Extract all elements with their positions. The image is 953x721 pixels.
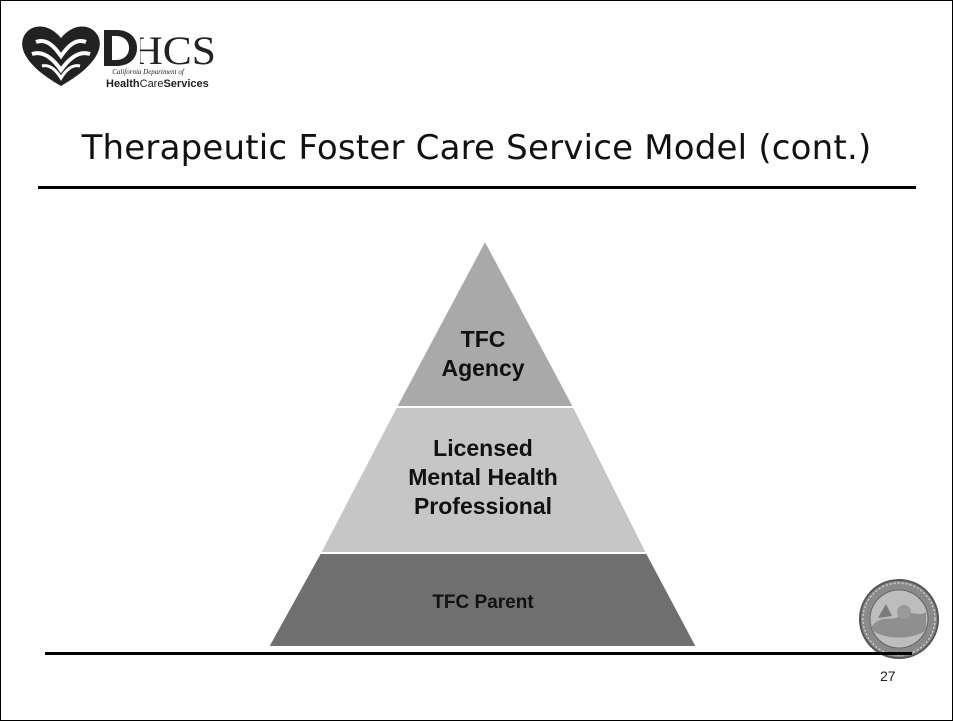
title-divider — [38, 186, 916, 189]
service-model-pyramid: TFC Agency Licensed Mental Health Profes… — [266, 237, 699, 648]
page-number: 27 — [880, 668, 896, 684]
logo-services-text: Services — [163, 78, 208, 90]
dhcs-logo: DHCS California Department of HealthCare… — [22, 26, 216, 90]
tier-middle-label-1: Licensed — [433, 435, 533, 461]
slide-title: Therapeutic Foster Care Service Model (c… — [81, 128, 872, 168]
tier-top-label-2: Agency — [441, 355, 524, 381]
logo-dept-text: California Department of — [112, 68, 185, 76]
tier-bottom-label: TFC Parent — [432, 592, 534, 613]
tier-middle-label-3: Professional — [414, 493, 552, 519]
pyramid-tier-bottom — [266, 552, 699, 648]
pyramid-tier-top — [394, 237, 576, 408]
logo-care-text: Care — [140, 78, 164, 90]
heart-icon — [22, 26, 100, 86]
tier-middle-label-2: Mental Health — [408, 464, 558, 490]
california-seal-icon — [859, 579, 939, 659]
svg-text:HealthCareServices: HealthCareServices — [106, 78, 209, 90]
footer-divider — [45, 652, 912, 655]
tier-top-label-1: TFC — [461, 326, 506, 352]
logo-health-text: Health — [106, 78, 140, 90]
